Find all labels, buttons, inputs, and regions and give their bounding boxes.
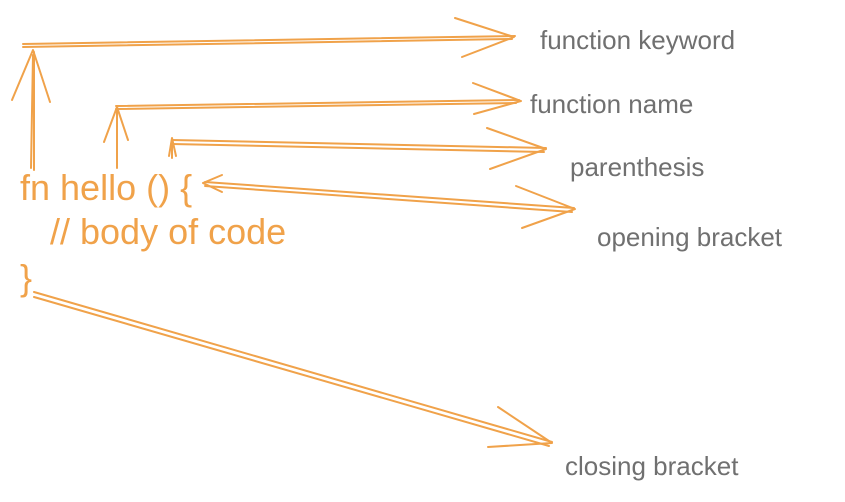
- label-opening-bracket: opening bracket: [597, 222, 783, 252]
- arrow-to-parenthesis: [168, 127, 547, 170]
- label-parenthesis: parenthesis: [570, 152, 705, 182]
- arrow-to-function-keyword: [11, 17, 516, 171]
- code-line-signature: fn hello () {: [20, 167, 193, 208]
- label-function-keyword: function keyword: [540, 25, 736, 55]
- code-line-closing-brace: }: [20, 257, 33, 298]
- label-closing-bracket: closing bracket: [565, 451, 739, 481]
- arrow-to-function-name: [103, 82, 522, 169]
- arrow-to-opening-bracket: [202, 174, 576, 229]
- arrow-to-closing-bracket: [33, 291, 553, 448]
- label-function-name: function name: [530, 89, 694, 119]
- code-line-body-comment: // body of code: [20, 211, 287, 252]
